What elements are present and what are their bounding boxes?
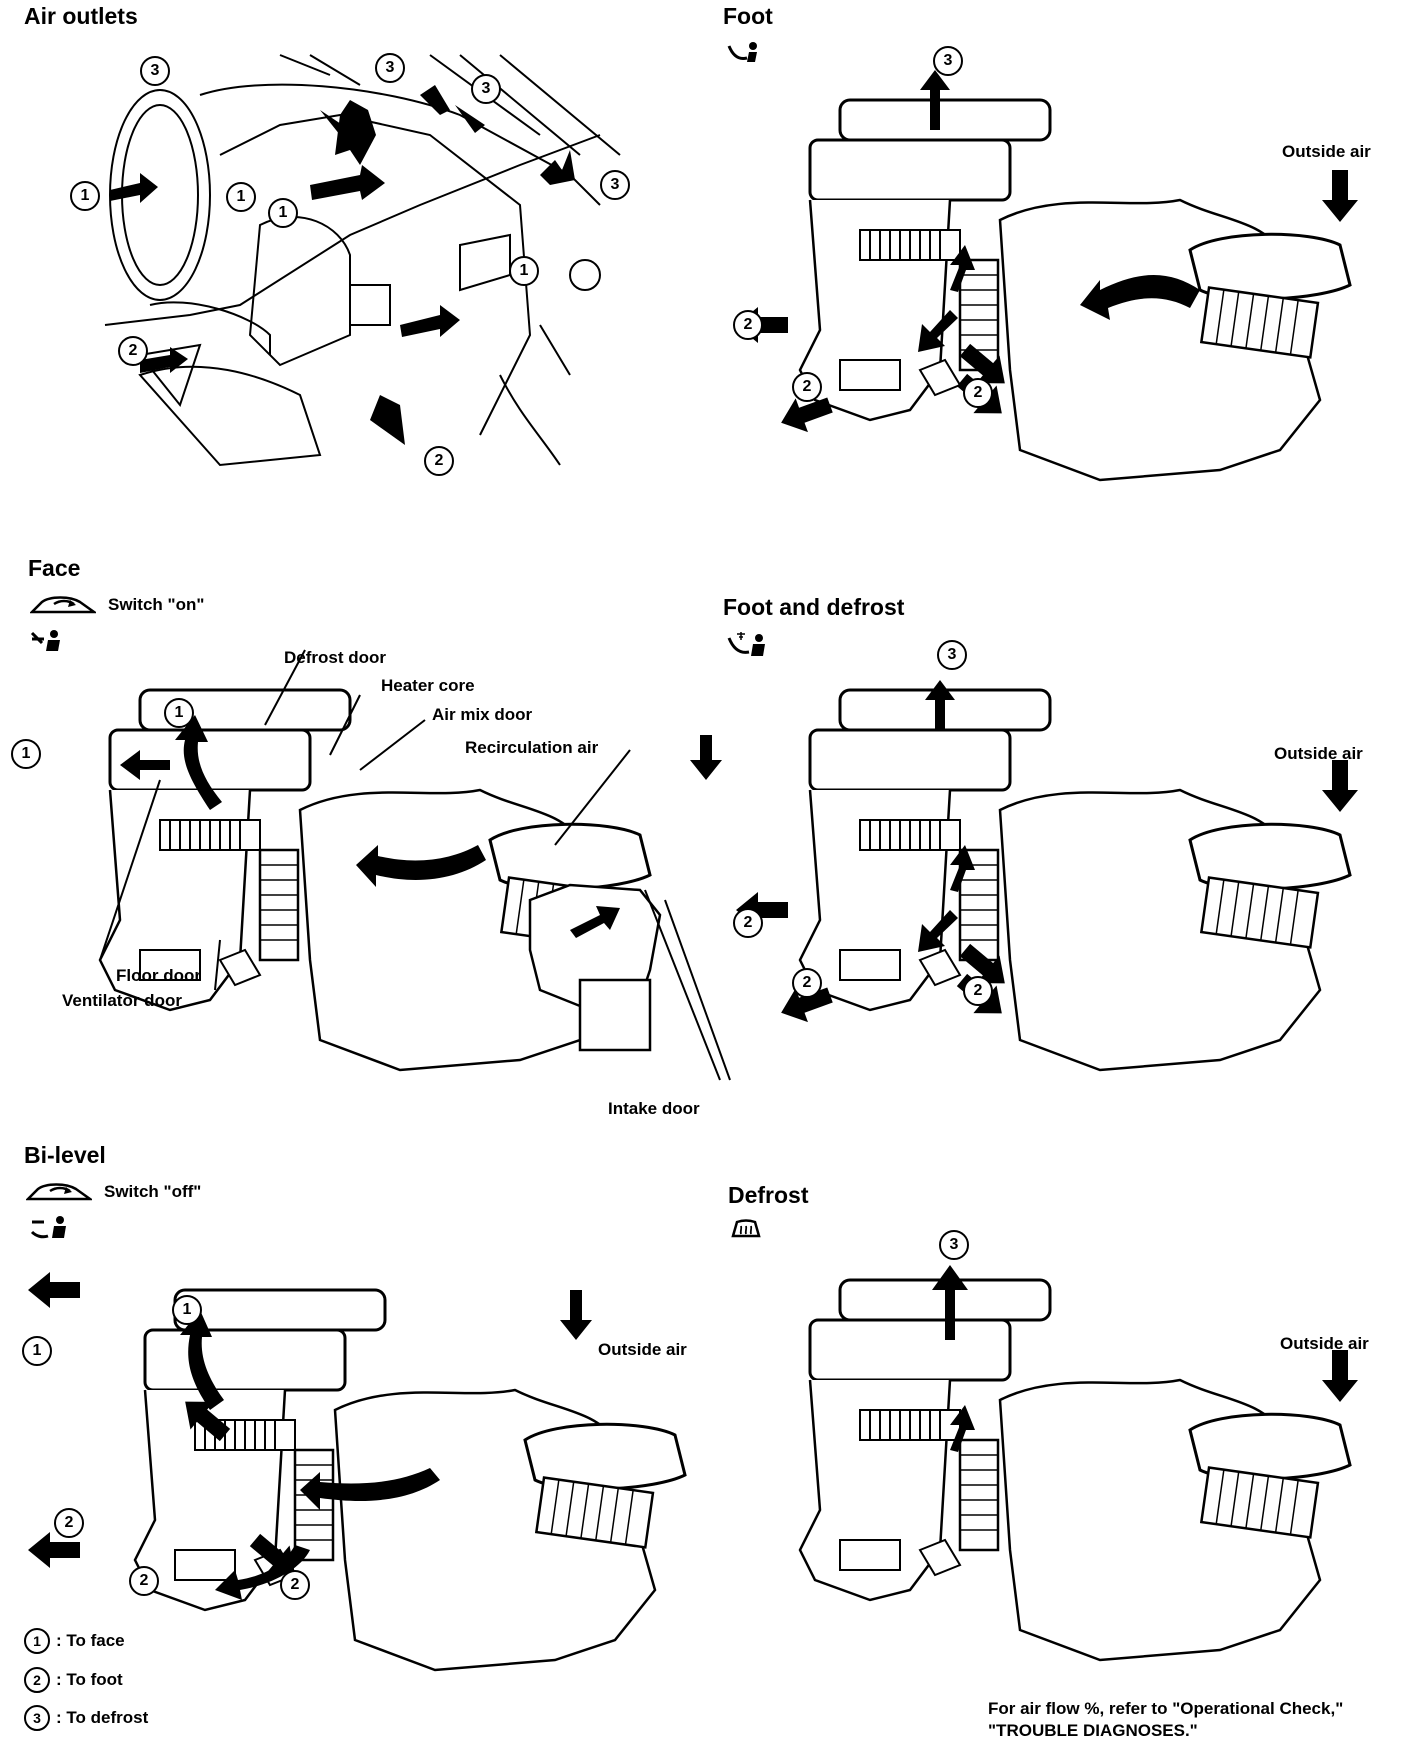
ac-switch-icon: [30, 596, 96, 614]
marker-2: 2: [963, 976, 993, 1006]
intake-door-label: Intake door: [608, 1099, 700, 1118]
face-mode-icon: [30, 630, 60, 651]
marker-3: 3: [471, 74, 501, 104]
marker-2: 2: [792, 968, 822, 998]
marker-1: 1: [11, 739, 41, 769]
legend-item-face: 1 : To face: [24, 1628, 125, 1654]
footnote-line-1: For air flow %, refer to "Operational Ch…: [988, 1699, 1344, 1718]
face-title: Face: [28, 555, 81, 581]
legend-marker: 3: [24, 1705, 50, 1731]
defrost-door-label: Defrost door: [284, 648, 386, 667]
marker-2: 2: [733, 908, 763, 938]
ac-switch-off-row: Switch "off": [26, 1181, 201, 1203]
outside-air-label: Outside air: [598, 1340, 687, 1359]
switch-off-text: Switch "off": [104, 1182, 202, 1201]
marker-3: 3: [933, 46, 963, 76]
legend-marker: 2: [24, 1667, 50, 1693]
bi-level-mode-icon: [30, 1216, 66, 1239]
footnote: For air flow %, refer to "Operational Ch…: [988, 1698, 1343, 1742]
marker-1: 1: [268, 198, 298, 228]
foot-mode-icon: [727, 42, 757, 62]
defrost-mode-diagram: [798, 1265, 1358, 1662]
marker-2: 2: [54, 1508, 84, 1538]
foot-mode-diagram: [736, 60, 1358, 482]
marker-2: 2: [118, 336, 148, 366]
air-outlets-title: Air outlets: [24, 3, 138, 29]
marker-1: 1: [22, 1336, 52, 1366]
air-mix-door-label: Air mix door: [432, 705, 533, 724]
defrost-title: Defrost: [728, 1182, 809, 1208]
legend-text: : To foot: [56, 1670, 123, 1689]
outside-air-label: Outside air: [1280, 1334, 1369, 1353]
marker-2: 2: [280, 1570, 310, 1600]
defrost-mode-icon: [731, 1219, 761, 1238]
recirculation-air-label: Recirculation air: [465, 738, 599, 757]
marker-2: 2: [792, 372, 822, 402]
marker-3: 3: [140, 56, 170, 86]
marker-1: 1: [226, 182, 256, 212]
outside-air-label: Outside air: [1274, 744, 1363, 763]
marker-3: 3: [937, 640, 967, 670]
bi-level-mode-diagram: [28, 1272, 687, 1672]
marker-2: 2: [424, 446, 454, 476]
legend-text: : To face: [56, 1631, 125, 1650]
ventilator-door-label: Ventilator door: [62, 991, 182, 1010]
heater-core-label: Heater core: [381, 676, 475, 695]
marker-1: 1: [509, 256, 539, 286]
floor-door-label: Floor door: [116, 966, 201, 985]
marker-1: 1: [70, 181, 100, 211]
foot-title: Foot: [723, 3, 773, 29]
marker-1: 1: [172, 1295, 202, 1325]
marker-2: 2: [129, 1566, 159, 1596]
marker-3: 3: [600, 170, 630, 200]
marker-3: 3: [375, 53, 405, 83]
dashboard-illustration: [104, 54, 621, 467]
marker-2: 2: [733, 310, 763, 340]
foot-defrost-mode-diagram: [736, 680, 1358, 1072]
bi-level-title: Bi-level: [24, 1142, 106, 1168]
legend-item-defrost: 3 : To defrost: [24, 1705, 148, 1731]
ac-switch-icon: [26, 1183, 92, 1201]
foot-and-defrost-title: Foot and defrost: [723, 594, 905, 620]
legend-text: : To defrost: [56, 1708, 149, 1727]
marker-1: 1: [164, 698, 194, 728]
ac-switch-on-row: Switch "on": [30, 594, 204, 616]
footnote-line-2: "TROUBLE DIAGNOSES.": [988, 1721, 1198, 1740]
legend-marker: 1: [24, 1628, 50, 1654]
face-mode-diagram: [98, 649, 731, 1081]
marker-2: 2: [963, 378, 993, 408]
switch-on-text: Switch "on": [108, 595, 205, 614]
marker-3: 3: [939, 1230, 969, 1260]
outside-air-label: Outside air: [1282, 142, 1371, 161]
foot-defrost-mode-icon: [727, 632, 765, 656]
legend-item-foot: 2 : To foot: [24, 1667, 123, 1693]
